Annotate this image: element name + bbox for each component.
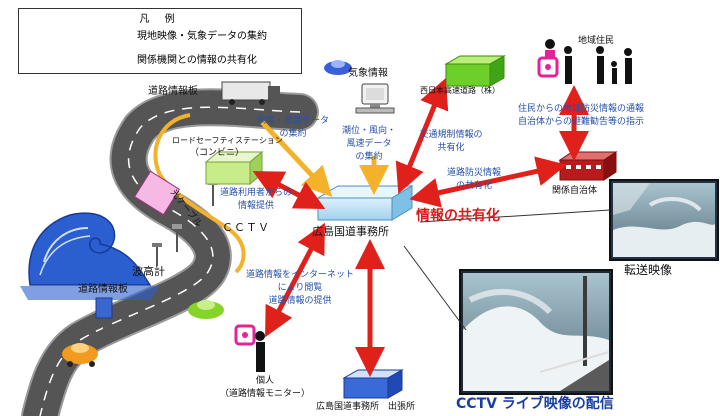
legend-item-aggregation: 現地映像・気象データの集約 xyxy=(19,26,301,42)
label-road-user-info-1: 道路利用者からの xyxy=(219,188,292,198)
label-road-user-info-2: 情報提供 xyxy=(237,201,274,211)
label-individual-2: （道路情報モニター） xyxy=(219,389,310,399)
label-resident-info-2: 自治体からの避難勧告等の指示 xyxy=(518,117,645,127)
label-road-board-top: 道路情報板 xyxy=(148,86,198,97)
label-residents: 地域住民 xyxy=(578,36,615,46)
residents-icon xyxy=(537,39,632,84)
cctv-live-photo xyxy=(459,269,613,395)
road-info-board-bottom xyxy=(95,297,113,340)
label-individual-1: 個人 xyxy=(255,376,274,386)
legend-item-sharing: 関係機関との情報の共有化 xyxy=(19,50,301,66)
label-cctv: ＣＣＴＶ xyxy=(222,221,270,234)
legend-label-aggregation: 現地映像・気象データの集約 xyxy=(137,31,267,42)
individual-monitor-icon xyxy=(234,324,265,372)
green-car xyxy=(188,300,224,319)
office-building xyxy=(316,185,414,221)
blue-car xyxy=(324,60,352,75)
label-road-board-bottom: 道路情報板 xyxy=(78,284,128,295)
title-info-sharing: 情報の共有化 xyxy=(416,208,500,224)
label-resident-info-1: 住民からの地域防災情報の通報 xyxy=(518,104,645,114)
label-internet-info-2: により閲覧 xyxy=(277,283,323,293)
legend-title: 凡 例 xyxy=(139,14,181,25)
label-tide-data-2: 風速データ xyxy=(346,139,392,149)
label-disaster-info-2: の共有化 xyxy=(455,181,492,191)
bus xyxy=(133,170,181,216)
label-traffic-info-1: 交通規制情報の xyxy=(419,130,483,140)
label-wave-data-1: 映像・波高データ xyxy=(256,116,329,126)
sharing-arrows xyxy=(252,78,589,377)
connector-lines xyxy=(403,209,611,331)
label-branch-office: 広島国道事務所 出張所 xyxy=(316,402,416,412)
coastal-road xyxy=(21,88,319,416)
weather-computer xyxy=(355,83,395,114)
label-wave-gauge: 波高計 xyxy=(132,265,165,278)
label-tide-data-1: 潮位・風向・ xyxy=(341,126,396,136)
label-safety-station-2: （コンビニ） xyxy=(190,148,245,158)
title-cctv-live: CCTV ライブ映像の配信 xyxy=(456,396,614,412)
wave-gauge xyxy=(152,243,162,266)
legend-label-sharing: 関係機関との情報の共有化 xyxy=(137,55,257,66)
branch-office-building xyxy=(342,369,404,399)
legend-box: 凡 例 現地映像・気象データの集約 関係機関との情報の共有化 xyxy=(18,8,302,74)
transfer-video-photo xyxy=(609,179,719,261)
label-transfer-video: 転送映像 xyxy=(624,263,673,277)
label-internet-info-3: 道路情報の提供 xyxy=(268,296,332,306)
label-internet-info-1: 道路情報をインターネット xyxy=(245,270,354,280)
label-weather-info: 気象情報 xyxy=(348,68,388,79)
truck xyxy=(221,81,280,105)
wave-illustration xyxy=(20,212,160,300)
label-tide-data-3: の集約 xyxy=(355,152,383,162)
label-safety-station-1: ロードセーフティステーション xyxy=(172,136,283,145)
local-government-building xyxy=(558,151,618,181)
label-wave-data-2: の集約 xyxy=(279,129,307,139)
label-local-gov: 関係自治体 xyxy=(552,186,598,196)
road-info-board-top xyxy=(216,96,218,116)
label-traffic-info-2: 共有化 xyxy=(437,143,465,153)
label-office: 広島国道事務所 xyxy=(312,225,389,238)
label-disaster-info-1: 道路防災情報 xyxy=(446,168,501,178)
label-nexco: 西日本高速道路（株） xyxy=(420,86,500,95)
nexco-building xyxy=(444,55,506,87)
orange-car xyxy=(62,343,98,367)
